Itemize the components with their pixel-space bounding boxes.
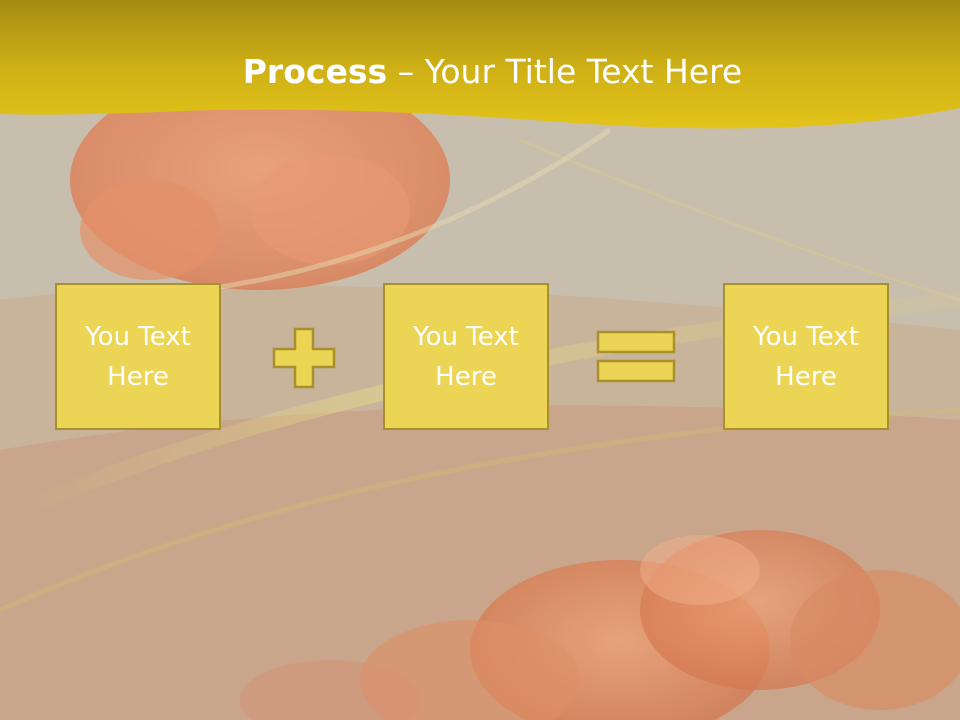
- equals-icon: [596, 330, 676, 383]
- slide-title: Process – Your Title Text Here: [0, 52, 960, 91]
- plus-icon: [272, 327, 336, 389]
- process-box-2-text: You Text Here: [413, 321, 519, 392]
- process-box-1-text: You Text Here: [85, 321, 191, 392]
- process-box-3-text: You Text Here: [753, 321, 859, 392]
- title-rest: – Your Title Text Here: [387, 52, 743, 91]
- process-box-2[interactable]: You Text Here: [383, 283, 549, 430]
- process-box-3[interactable]: You Text Here: [723, 283, 889, 430]
- process-box-1[interactable]: You Text Here: [55, 283, 221, 430]
- header-band: [0, 0, 960, 129]
- title-bold: Process: [242, 52, 388, 91]
